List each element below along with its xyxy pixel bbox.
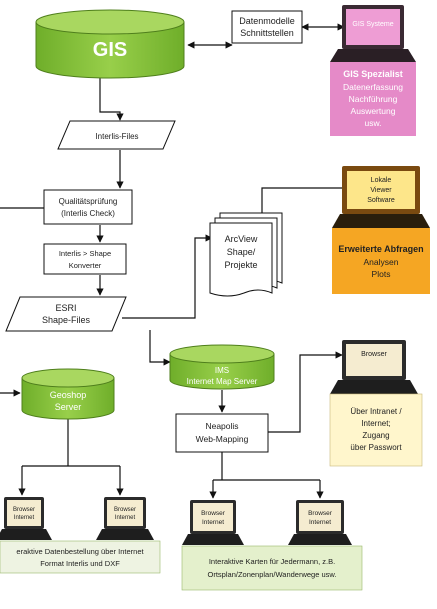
ims-line1: IMS	[215, 366, 229, 375]
gis-label: GIS	[93, 39, 127, 61]
erweiterte-title: Erweiterte Abfragen	[338, 244, 423, 254]
gis-spezialist-title: GIS Spezialist	[343, 69, 403, 79]
geoshop-database: Geoshop Server	[21, 368, 115, 420]
neapolis-line2: Web-Mapping	[196, 434, 249, 444]
svg-text:Browser: Browser	[201, 510, 226, 517]
erweiterte-abfragen-box: Erweiterte Abfragen Analysen Plots	[332, 228, 430, 294]
datenmodelle-line2: Schnittstellen	[240, 28, 294, 38]
svg-text:Internet: Internet	[115, 515, 136, 521]
interlis-files-label: Interlis-Files	[95, 132, 138, 141]
line-neapolis-browsers	[213, 452, 320, 481]
gis-database: GIS	[35, 9, 185, 79]
arrow-esri-ims	[149, 330, 171, 366]
browser-internet-computer-1: Browser Internet	[0, 497, 52, 540]
caption-left-line1: eraktive Datenbestellung über Internet	[16, 547, 144, 556]
caption-right-box: Interaktive Karten für Jedermann, z.B. O…	[181, 545, 363, 591]
neapolis-box: Neapolis Web-Mapping	[175, 413, 269, 453]
arrow-neapolis-browser	[268, 351, 343, 433]
ims-line2: Internet Map Server	[187, 377, 258, 386]
arcview-line1: ArcView	[225, 234, 258, 244]
erweiterte-line-2: Plots	[372, 269, 391, 279]
browser-intranet-line-4: über Passwort	[350, 443, 402, 452]
line-geoshop-browsers	[22, 418, 120, 467]
arcview-documents: ArcView Shape/ Projekte	[209, 212, 283, 297]
konverter-box: Interlis > Shape Konverter	[43, 243, 127, 275]
gis-systeme-screen-text: GIS Systeme	[352, 21, 393, 28]
browser-intranet-line-2: Internet;	[361, 419, 390, 428]
ims-database: IMS Internet Map Server	[169, 344, 275, 390]
konverter-line2: Konverter	[69, 261, 102, 270]
svg-text:Internet: Internet	[14, 515, 35, 521]
datenmodelle-box: Datenmodelle Schnittstellen	[231, 10, 303, 44]
neapolis-line1: Neapolis	[205, 421, 238, 431]
gis-spezialist-line-3: Auswertung	[351, 106, 396, 116]
esri-line1: ESRI	[55, 303, 76, 313]
browser-intranet-line-3: Zugang	[362, 431, 389, 440]
svg-text:Browser: Browser	[114, 507, 136, 513]
lokale-viewer-computer: Lokale Viewer Software	[332, 166, 430, 228]
qualitaet-line2: (Interlis Check)	[61, 209, 115, 218]
caption-right-line1: Interaktive Karten für Jedermann, z.B.	[209, 557, 335, 566]
datenmodelle-line1: Datenmodelle	[239, 16, 295, 26]
browser-intranet-computer: Browser Über Intranet / Internet; Zugang…	[329, 340, 423, 467]
konverter-line1: Interlis > Shape	[59, 249, 111, 258]
geoshop-line2: Server	[55, 402, 82, 412]
browser-internet-computer-3: Browser Internet	[182, 500, 244, 545]
interlis-files-box: Interlis-Files	[57, 120, 176, 150]
svg-text:Browser: Browser	[308, 510, 333, 517]
caption-left-line2: Format Interlis und DXF	[40, 559, 120, 568]
arrow-gis-interlis	[99, 78, 124, 121]
caption-right-line2: Ortsplan/Zonenplan/Wanderwege usw.	[208, 570, 337, 579]
lokale-viewer-line-3: Software	[367, 197, 395, 204]
qualitaet-line1: Qualitätsprüfung	[59, 197, 118, 206]
gis-spezialist-line-2: Nachführung	[349, 94, 398, 104]
lokale-viewer-line-2: Viewer	[370, 187, 392, 194]
geoshop-line1: Geoshop	[50, 390, 87, 400]
qualitaetspruefung-box: Qualitätsprüfung (Interlis Check)	[43, 189, 133, 225]
gis-systeme-computer: GIS Systeme	[330, 5, 416, 62]
arcview-line3: Projekte	[224, 260, 257, 270]
lokale-viewer-line-1: Lokale	[371, 177, 392, 184]
browser-internet-computer-2: Browser Internet	[96, 497, 154, 540]
gis-spezialist-line-4: usw.	[364, 118, 381, 128]
arcview-line2: Shape/	[227, 247, 256, 257]
svg-text:Internet: Internet	[202, 519, 224, 526]
browser-internet-computer-4: Browser Internet	[288, 500, 352, 545]
gis-spezialist-line-1: Datenerfassung	[343, 82, 403, 92]
erweiterte-line-1: Analysen	[364, 257, 399, 267]
esri-shape-files-box: ESRI Shape-Files	[5, 296, 127, 332]
caption-left-box: eraktive Datenbestellung über Internet F…	[0, 540, 161, 574]
esri-line2: Shape-Files	[42, 315, 91, 325]
svg-text:Browser: Browser	[13, 507, 35, 513]
connectors	[0, 23, 351, 499]
arrow-esri-arcview	[122, 234, 213, 319]
svg-text:Internet: Internet	[309, 519, 331, 526]
browser-intranet-line-1: Über Intranet /	[350, 407, 402, 416]
gis-spezialist-box: GIS Spezialist Datenerfassung Nachführun…	[330, 62, 416, 136]
browser-intranet-screen: Browser	[361, 351, 387, 358]
